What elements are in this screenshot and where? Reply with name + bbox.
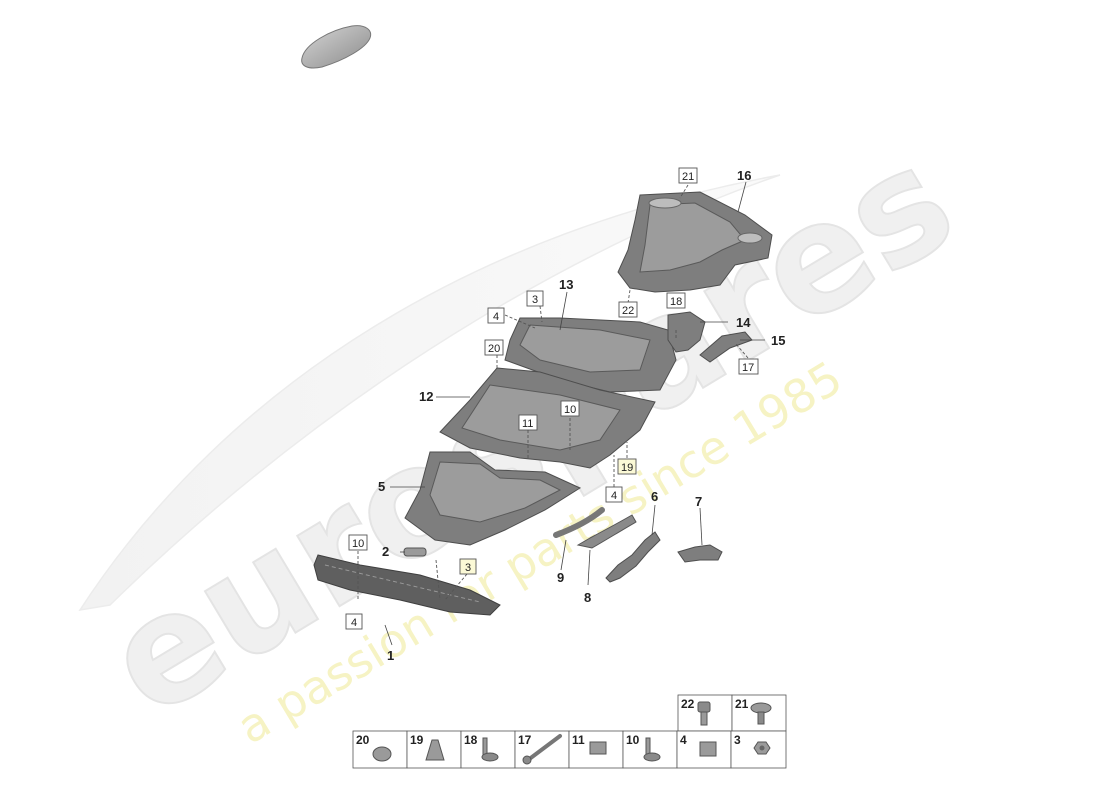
fastener-cell-20-label: 20 [356, 733, 370, 747]
callout-1: 1 [387, 648, 394, 663]
part-16-rear-underbody-panel[interactable] [617, 191, 773, 293]
fastener-4-icon [699, 741, 717, 757]
callout-6: 6 [651, 489, 658, 504]
part-5-front-underbody-panel[interactable] [404, 451, 582, 546]
callout-labels: 16 13 14 15 12 5 2 1 6 7 9 8 [378, 168, 785, 663]
part-9-seal-strip[interactable] [553, 507, 605, 538]
ref-10-mid: 10 [564, 404, 576, 416]
fastener-cell-17-label: 17 [518, 733, 532, 747]
callout-14: 14 [736, 315, 751, 330]
part-1-front-spoiler-lip[interactable] [313, 554, 501, 616]
part-12-center-underbody-panel[interactable] [439, 367, 656, 469]
fastener-20-icon [372, 746, 392, 762]
fastener-11-icon [589, 741, 607, 755]
ref-19: 19 [621, 462, 633, 474]
car-thumbnail-icon [301, 25, 372, 69]
fastener-19-icon [425, 739, 445, 761]
fastener-18-icon [481, 737, 499, 762]
fastener-cell-3-label: 3 [734, 733, 741, 747]
part-8-trim-strip[interactable] [576, 514, 637, 549]
fastener-cell-22-label: 22 [681, 697, 695, 711]
ref-18: 18 [670, 296, 682, 308]
ref-4-low: 4 [351, 617, 357, 629]
fastener-cell-18-label: 18 [464, 733, 478, 747]
part-2-clip[interactable] [403, 547, 427, 557]
fastener-cell-11-label: 11 [572, 733, 585, 747]
fastener-3-icon [753, 741, 771, 755]
part-13-center-underbody-panel[interactable] [504, 317, 677, 393]
ref-3-low: 3 [465, 562, 471, 574]
ref-21-top: 21 [682, 171, 694, 183]
part-7-bracket[interactable] [677, 544, 723, 563]
callout-7: 7 [695, 494, 702, 509]
fastener-cell-4-label: 4 [680, 733, 687, 747]
callout-16: 16 [737, 168, 751, 183]
callout-8: 8 [584, 590, 591, 605]
ref-3-top: 3 [532, 294, 538, 306]
leader-lines [357, 181, 765, 646]
fastener-cell-19-label: 19 [410, 733, 424, 747]
ref-17: 17 [742, 362, 754, 374]
callout-2: 2 [382, 544, 389, 559]
ref-11: 11 [522, 418, 533, 430]
watermark-swoosh [78, 174, 781, 612]
fastener-21-icon [750, 702, 772, 725]
callout-9: 9 [557, 570, 564, 585]
ref-20: 20 [488, 343, 500, 355]
callout-15: 15 [771, 333, 785, 348]
fastener-cell-10-label: 10 [626, 733, 640, 747]
fastener-22-icon [697, 701, 711, 726]
ref-10-low: 10 [352, 538, 364, 550]
ref-22: 22 [622, 305, 634, 317]
ref-4-top: 4 [493, 311, 499, 323]
callout-12: 12 [419, 389, 433, 404]
fastener-cell-21-label: 21 [735, 697, 749, 711]
fastener-10-icon [643, 737, 661, 762]
boxed-reference-labels: 21 22 18 3 4 20 17 11 10 19 4 10 3 4 [345, 167, 759, 630]
fastener-17-icon [522, 734, 562, 765]
part-14-bracket[interactable] [667, 311, 706, 353]
callout-5: 5 [378, 479, 385, 494]
fastener-table: 22 21 20 19 18 17 [352, 694, 787, 769]
callout-13: 13 [559, 277, 573, 292]
ref-4-mid: 4 [611, 490, 617, 502]
part-6-bracket[interactable] [605, 531, 661, 583]
